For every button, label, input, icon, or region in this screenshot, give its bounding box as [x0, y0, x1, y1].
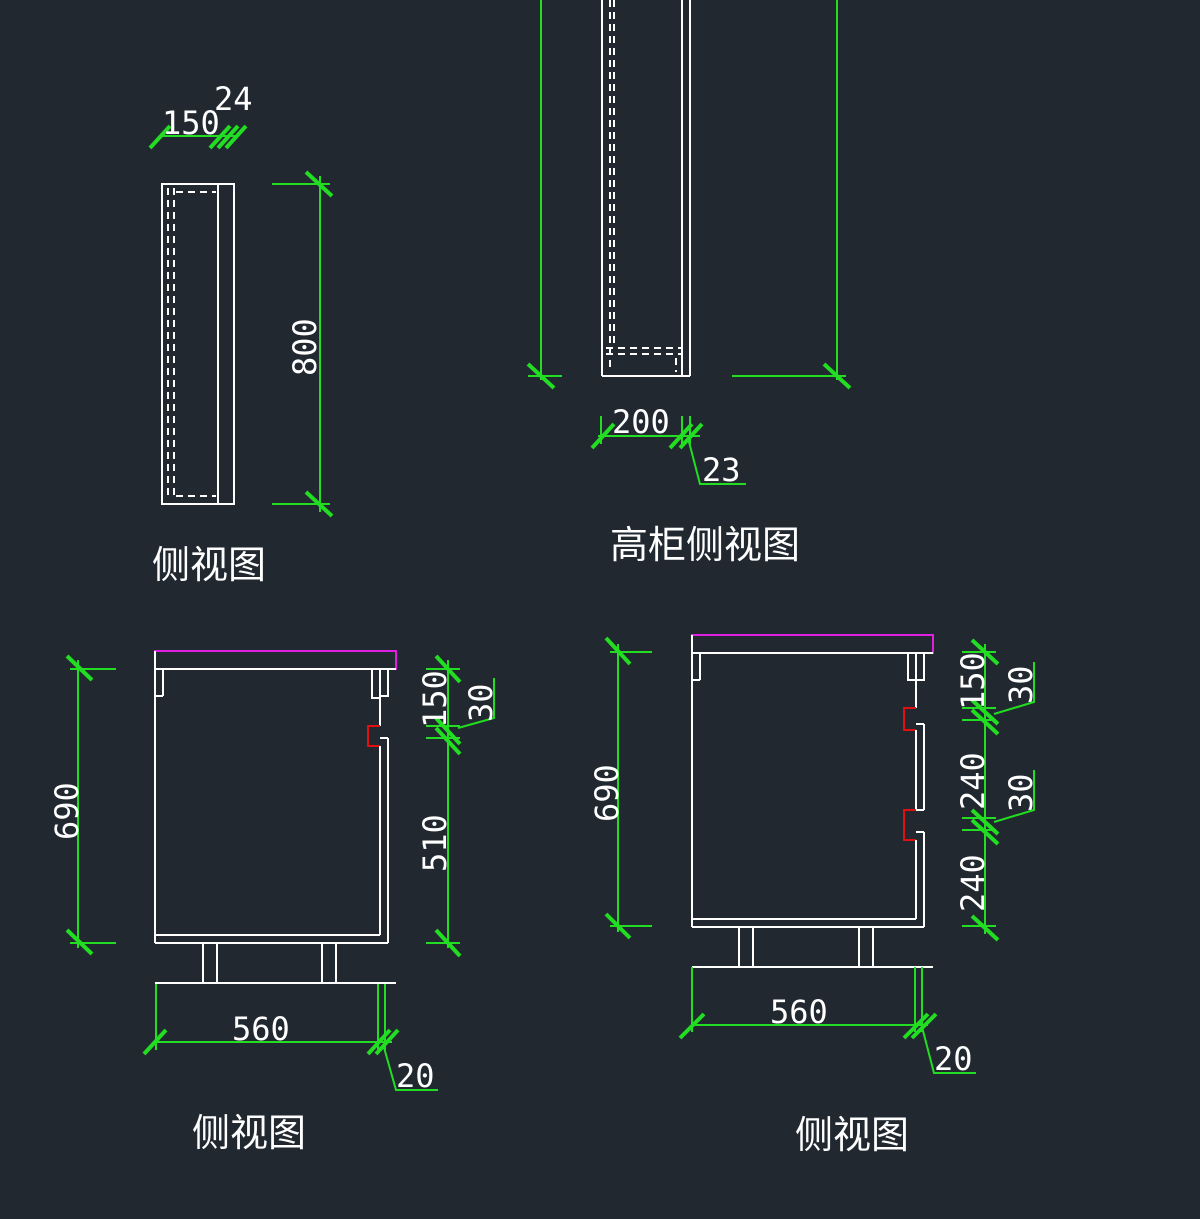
dim-20-right: 20 [934, 1040, 973, 1078]
dim-150-left: 150 [416, 670, 454, 728]
dim-510-left: 510 [416, 814, 454, 872]
dim-tick [526, 362, 556, 390]
dim-240-right-1: 240 [954, 752, 992, 810]
caption-side-view-3: 侧视图 [795, 1113, 909, 1157]
dim-560-left: 560 [232, 1010, 290, 1048]
dim-tick [304, 170, 334, 198]
tall-cabinet-view: 200 23 高柜侧视图 [526, 0, 852, 567]
leader-line [687, 437, 746, 485]
cabinet-leg [738, 926, 754, 968]
dim-690-right: 690 [588, 764, 626, 822]
dim-tick [970, 638, 1000, 666]
outline-line [371, 669, 381, 726]
dim-20-left: 20 [396, 1057, 435, 1095]
dim-tick [65, 654, 94, 682]
dim-tick [970, 698, 1000, 726]
dim-tick [678, 1012, 706, 1040]
leader-line [382, 1043, 438, 1091]
hinge-mark [903, 809, 916, 841]
small-side-view: 150 24 800 侧视图 [148, 80, 334, 587]
dim-240-right-2: 240 [954, 854, 992, 912]
dim-tick [970, 808, 1000, 836]
dim-tick [434, 726, 462, 756]
outline-line [907, 653, 917, 708]
dim-800: 800 [286, 318, 324, 376]
dim-tick [366, 1028, 392, 1056]
dim-tick [304, 490, 334, 518]
dim-200: 200 [612, 403, 670, 441]
dim-tick [65, 928, 94, 956]
dim-tick [142, 1028, 168, 1056]
dim-560-right: 560 [770, 993, 828, 1031]
dim-tick [434, 716, 462, 746]
dim-30-right-2: 30 [1002, 773, 1040, 812]
base-cabinet-right-view: 690 150 30 240 30 240 560 20 侧视图 [588, 634, 1040, 1157]
leader-line [993, 770, 1035, 823]
dim-tick [910, 1012, 938, 1040]
dim-tick [148, 124, 172, 150]
small-cabinet-outline [161, 183, 235, 505]
dim-tick [902, 1012, 930, 1040]
cabinet-leg [321, 942, 337, 984]
dim-tick [224, 124, 248, 150]
cabinet-leg [858, 926, 874, 968]
leader-line [457, 678, 495, 729]
outline-line [379, 669, 389, 697]
cabinet-leg [202, 942, 218, 984]
dim-tick [604, 912, 632, 940]
hinge-mark [367, 725, 380, 747]
dim-150-right: 150 [954, 652, 992, 710]
dim-tick [434, 928, 462, 958]
leader-line [993, 662, 1035, 715]
countertop [154, 650, 397, 670]
dim-23: 23 [702, 451, 741, 489]
dim-24: 24 [214, 80, 253, 118]
dim-tick [678, 422, 704, 450]
base-cabinet-left-view: 690 150 30 510 560 20 侧视图 [48, 650, 500, 1155]
dim-tick [668, 422, 694, 450]
dim-150: 150 [162, 104, 220, 142]
dim-tick [822, 362, 852, 390]
dim-tick [434, 654, 462, 684]
dim-30-left: 30 [462, 683, 500, 722]
dim-690-left: 690 [48, 782, 86, 840]
countertop [691, 634, 934, 654]
dim-tick [208, 124, 232, 150]
hinge-mark [903, 707, 916, 731]
caption-tall-cabinet: 高柜侧视图 [610, 523, 800, 567]
dim-tick [216, 124, 240, 150]
dim-tick [590, 422, 616, 450]
dim-tick [604, 636, 632, 666]
dim-30-right-1: 30 [1002, 665, 1040, 704]
caption-side-view-1: 侧视图 [152, 543, 266, 587]
leader-line [921, 1026, 976, 1074]
dim-tick [970, 914, 1000, 942]
dim-tick [374, 1028, 400, 1056]
caption-side-view-2: 侧视图 [192, 1111, 306, 1155]
dim-tick [970, 708, 1000, 736]
outline-line [915, 653, 925, 681]
dim-tick [970, 818, 1000, 846]
